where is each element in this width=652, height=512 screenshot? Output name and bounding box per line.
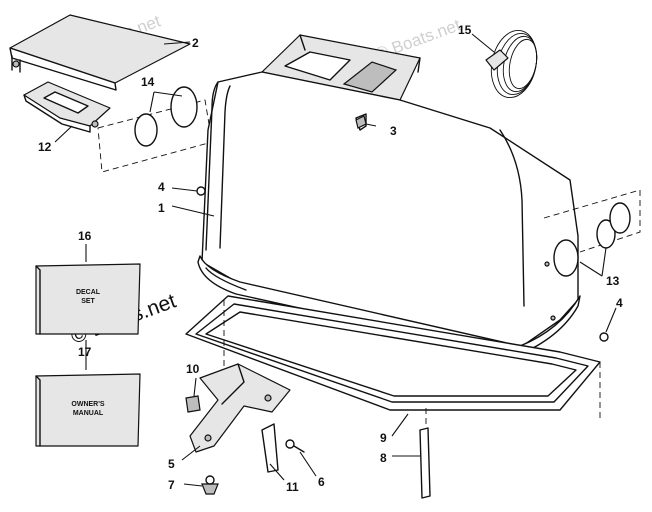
callout-12: 12 — [38, 140, 52, 154]
part-10-clip — [185, 395, 201, 413]
part-4-screw-left — [196, 186, 206, 196]
manual-box-line1: OWNER'S — [71, 401, 104, 408]
part-14-decal-discs — [97, 86, 213, 173]
leader-lines — [54, 33, 617, 487]
callout-1: 1 — [158, 201, 165, 215]
callout-2: 2 — [192, 36, 199, 50]
part-4-screw-right — [599, 332, 609, 342]
part-12-gasket-plate — [23, 81, 111, 133]
part-16-decal-set-box: DECAL SET — [35, 263, 141, 335]
callout-6: 6 — [318, 475, 325, 489]
part-5-bracket — [189, 363, 291, 453]
part-6-screw — [285, 439, 305, 453]
callout-13: 13 — [606, 274, 620, 288]
callout-16: 16 — [78, 229, 92, 243]
callout-10: 10 — [186, 362, 200, 376]
callout-labels: 2 14 12 3 4 1 15 13 4 16 17 10 5 7 11 6 … — [38, 23, 623, 494]
callout-7: 7 — [168, 478, 175, 492]
decal-box-line2: SET — [81, 298, 95, 305]
callout-17: 17 — [78, 345, 92, 359]
decal-box-line1: DECAL — [76, 289, 101, 296]
callout-11: 11 — [286, 480, 299, 494]
part-8-strap — [419, 408, 431, 499]
part-7-grommet — [201, 475, 219, 495]
callout-9: 9 — [380, 431, 387, 445]
part-17-owners-manual-box: OWNER'S MANUAL — [35, 373, 141, 447]
part-9-lower-seal — [185, 295, 601, 420]
callout-4-left: 4 — [158, 180, 165, 194]
part-15-coiled-cable — [485, 29, 538, 99]
manual-box-line2: MANUAL — [73, 410, 104, 417]
callout-3: 3 — [390, 124, 397, 138]
part-1-engine-cover — [197, 34, 581, 359]
callout-14: 14 — [141, 75, 155, 89]
callout-8: 8 — [380, 451, 387, 465]
callout-5: 5 — [168, 457, 175, 471]
part-2-cover-cap — [9, 14, 191, 91]
part-11-latch-plate — [261, 423, 279, 473]
callout-4-right: 4 — [616, 296, 623, 310]
callout-15: 15 — [458, 23, 472, 37]
